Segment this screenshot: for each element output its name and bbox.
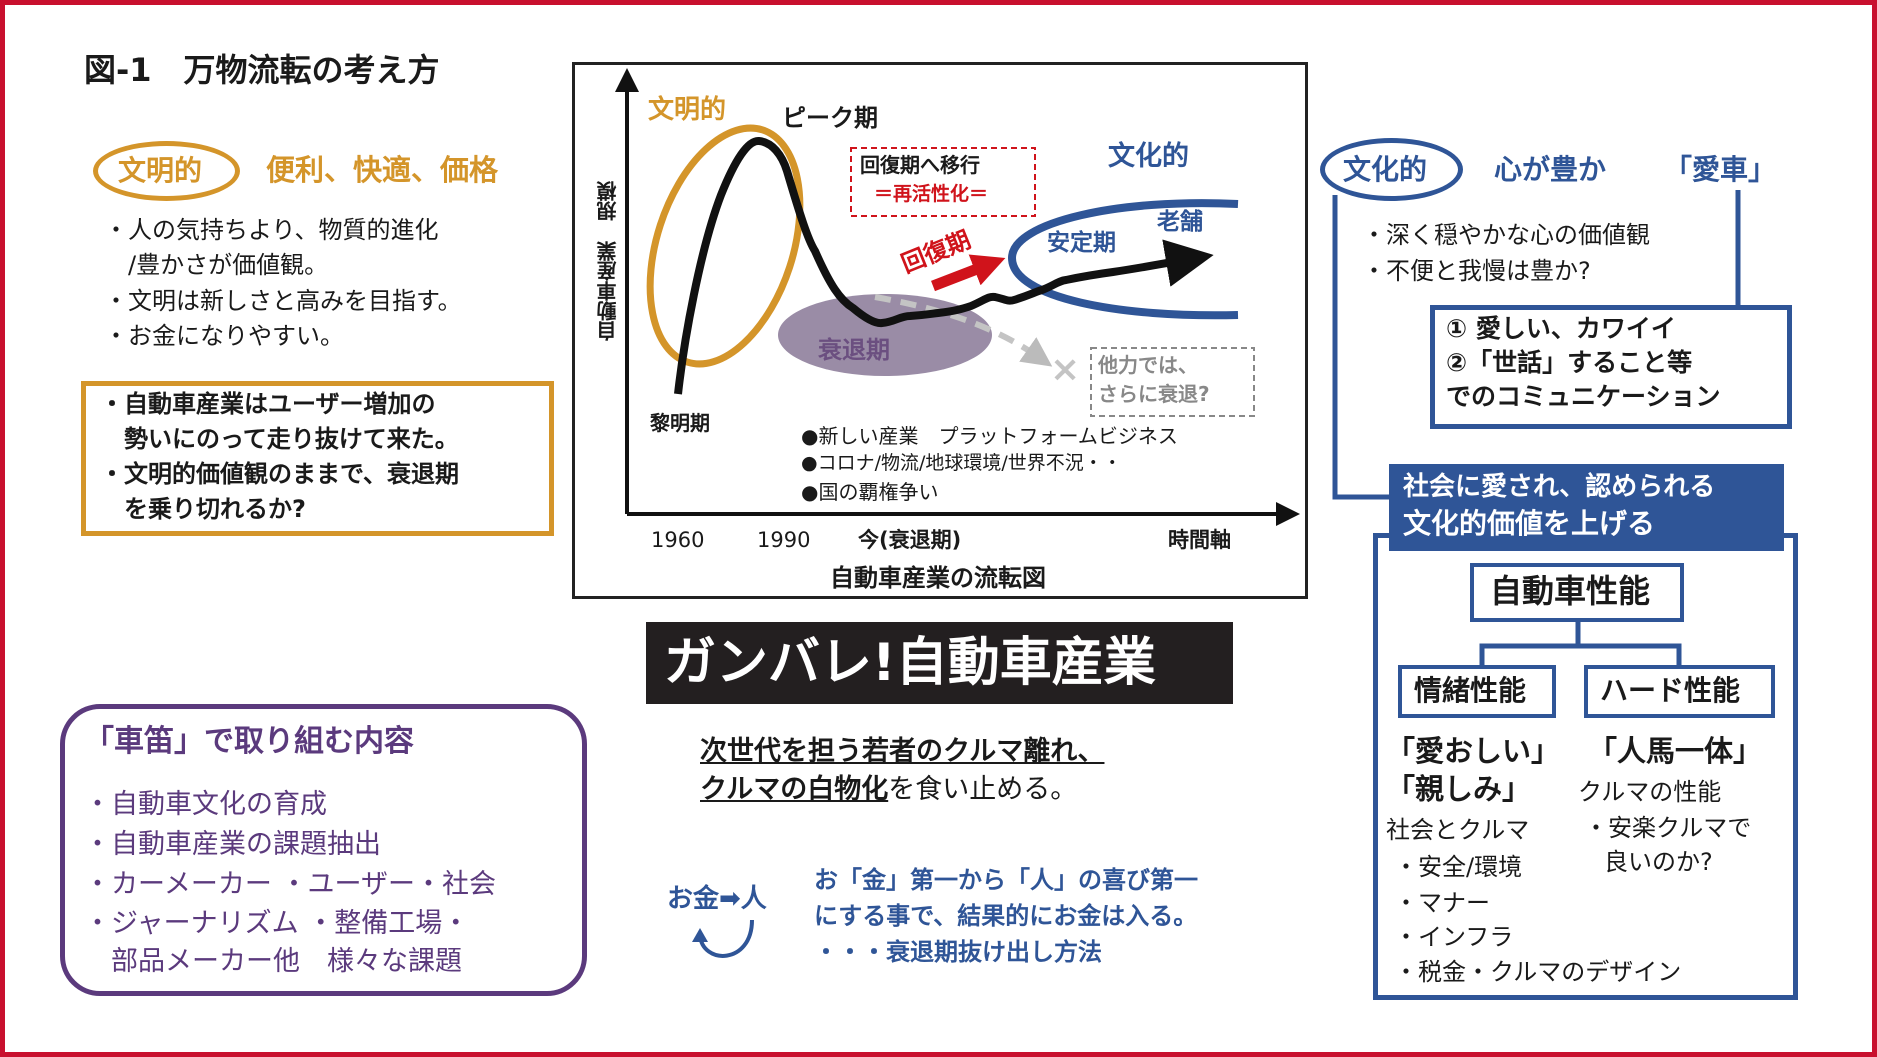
chart-civilization-label: 文明的 [648,95,727,125]
affection-box [1430,305,1792,429]
civ-bullet: ・文明は新しさと高みを目指す。 [104,287,462,315]
other-force-line: 他力では、 [1098,353,1198,377]
hard-performance-box [1584,665,1775,718]
message-line1: 次世代を担う若者のクルマ離れ、 [700,736,1105,767]
activity-item: ・自動車文化の育成 [84,789,327,820]
hard-performance-label: ハード性能 [1600,674,1741,707]
culture-value-banner [1389,464,1784,551]
message-rest: を食い止める。 [888,774,1078,805]
civilization-ellipse [93,141,240,201]
dawn-label: 黎明期 [650,411,710,435]
civilization-tag: 文明的 [118,154,203,187]
message-line2: クルマの白物化を食い止める。 [700,776,1077,803]
civilization-ellipse-chart [646,124,804,368]
message-underlined: クルマの白物化 [700,774,889,805]
recovery-arrow [931,254,1006,292]
emotional-performance-box [1398,665,1556,718]
transition-label: 回復期へ移行 [860,153,980,177]
culture-tag: 文化的 [1343,153,1428,186]
chart-note: ●新しい産業 プラットフォームビジネス [801,424,1178,448]
aisha-label: 「愛車」 [1664,153,1777,186]
civ-bullet: ・人の気持ちより、物質的進化 [104,216,439,244]
other-force-box [1090,347,1255,417]
question-line: を乗り切れるか? [100,495,306,523]
shinise-label: 老舗 [1157,209,1203,235]
car-performance-box [1470,563,1684,622]
activity-item: ・ジャーナリズム ・整備工場・ [84,908,470,939]
activity-item: 部品メーカー他 様々な課題 [84,946,462,977]
money-line: お「金」第一から「人」の喜び第一 [814,866,1198,894]
cycle-diagram-frame [572,62,1308,599]
money-to-people: お金➡人 [667,884,767,914]
transition-box [850,147,1036,217]
emo-item: ・インフラ [1394,923,1514,951]
hard-item: クルマの性能 [1578,778,1722,806]
emo-item: ・安全/環境 [1394,853,1523,881]
civilization-tagline: 便利、快適、価格 [266,153,499,187]
decline-label: 衰退期 [818,336,890,364]
activities-box [60,704,587,996]
cross-icon: × [1050,349,1081,390]
money-line: ・・・衰退期抜け出し方法 [814,938,1102,966]
y-axis-label: 自動車産業 規模 [596,181,620,341]
chart-note: ●国の覇権争い [801,480,939,504]
emotional-performance-label: 情緒性能 [1414,674,1527,707]
tick-1990: 1990 [757,528,811,552]
industry-question-box [81,381,554,536]
activities-heading: 「車笛」で取り組む内容 [84,724,414,759]
culture-open-ellipse [1007,199,1239,320]
emo-item: 社会とクルマ [1386,816,1530,844]
emo-item: ・税金・クルマのデザイン [1394,958,1682,986]
culture-ellipse [1320,138,1463,201]
money-line: にする事で、結果的にお金は入る。 [814,902,1198,930]
civ-bullet: /豊かさが価値観。 [104,251,329,279]
hard-item: ・安楽クルマで [1584,814,1752,842]
hard-item: 「人馬一体」 [1588,734,1763,768]
figure-title: 図-1 万物流転の考え方 [84,51,440,89]
emo-item: ・マナー [1394,889,1490,917]
affection-line: でのコミュニケーション [1446,382,1721,411]
banner-line: 文化的価値を上げる [1403,507,1656,540]
affection-line: ① 愛しい、カワイイ [1446,314,1676,343]
question-line: ・文明的価値観のままで、衰退期 [100,460,460,488]
affection-line: ②「世話」すること等 [1446,348,1693,377]
slogan-text: ガンバレ!自動車産業 [664,633,1156,693]
emo-item: 「愛おしい」 [1386,734,1561,768]
activity-item: ・カーメーカー ・ユーザー・社会 [84,869,496,900]
reactivation-label: ＝再活性化＝ [874,183,989,205]
hard-item: 良いのか? [1604,848,1713,876]
diagram-caption: 自動車産業の流転図 [830,564,1046,592]
civ-bullet: ・お金になりやすい。 [104,322,344,350]
tick-now: 今(衰退期) [858,528,962,552]
question-line: 勢いにのって走り抜けて来た。 [100,425,459,453]
emo-item: 「親しみ」 [1386,772,1532,806]
culture-bullet: ・深く穏やかな心の価値観 [1362,221,1650,249]
chart-culture-label: 文化的 [1108,141,1189,172]
culture-bullet: ・不便と我慢は豊か? [1362,257,1591,285]
tick-1960: 1960 [651,528,705,552]
slogan-banner [646,622,1233,704]
decline-dashed-path [874,294,1053,367]
chart-note: ●コロナ/物流/地球環境/世界不況・・ [801,452,1122,474]
car-performance-label: 自動車性能 [1490,572,1651,610]
stable-label: 安定期 [1047,230,1116,256]
other-force-line: さらに衰退? [1098,382,1210,406]
industry-curve [674,137,1214,395]
question-line: ・自動車産業はユーザー増加の [100,390,436,418]
time-axis-label: 時間軸 [1168,528,1231,552]
banner-line: 社会に愛され、認められる [1403,472,1716,502]
culture-tagline: 心が豊か [1494,153,1607,186]
peak-label: ピーク期 [782,104,878,132]
activity-item: ・自動車産業の課題抽出 [84,829,381,860]
